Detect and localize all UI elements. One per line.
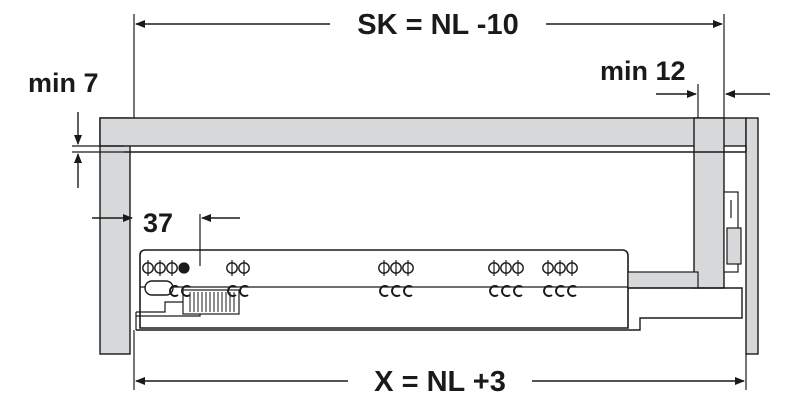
mounting-slot [513,285,523,297]
top-dimension-label: SK = NL -10 [357,9,518,41]
runner-spring-block [182,289,240,315]
mounting-slot [227,285,237,297]
mounting-slot [169,285,179,297]
mounting-slot [403,285,413,297]
mounting-slot [555,285,565,297]
drawer-runner [135,191,743,331]
dimension-lines [72,14,770,390]
runner-profile [139,249,629,329]
rail-lower [136,287,743,331]
mounting-slot [489,285,499,297]
runner-rail [627,271,699,289]
reference-hole-marker [178,262,190,274]
rear-bracket [723,191,742,273]
mounting-slot [567,285,577,297]
min12-label: min 12 [600,56,686,86]
mounting-slot [391,285,401,297]
mounting-slot [379,285,389,297]
min7-label: min 7 [28,68,99,98]
cabinet-right-side-panel [693,117,725,289]
bottom-dimension-label: X = NL +3 [374,366,506,398]
cabinet-front-panel [745,117,759,355]
cabinet [99,117,759,355]
mounting-slot [181,285,191,297]
mounting-holes [142,260,578,297]
dim37-label: 37 [143,208,173,238]
mounting-slot [239,285,249,297]
runner-oval-slot [144,280,174,296]
mounting-slot [543,285,553,297]
mounting-slot [501,285,511,297]
cabinet-top-panel [99,117,747,147]
cabinet-left-side-panel [99,117,131,355]
